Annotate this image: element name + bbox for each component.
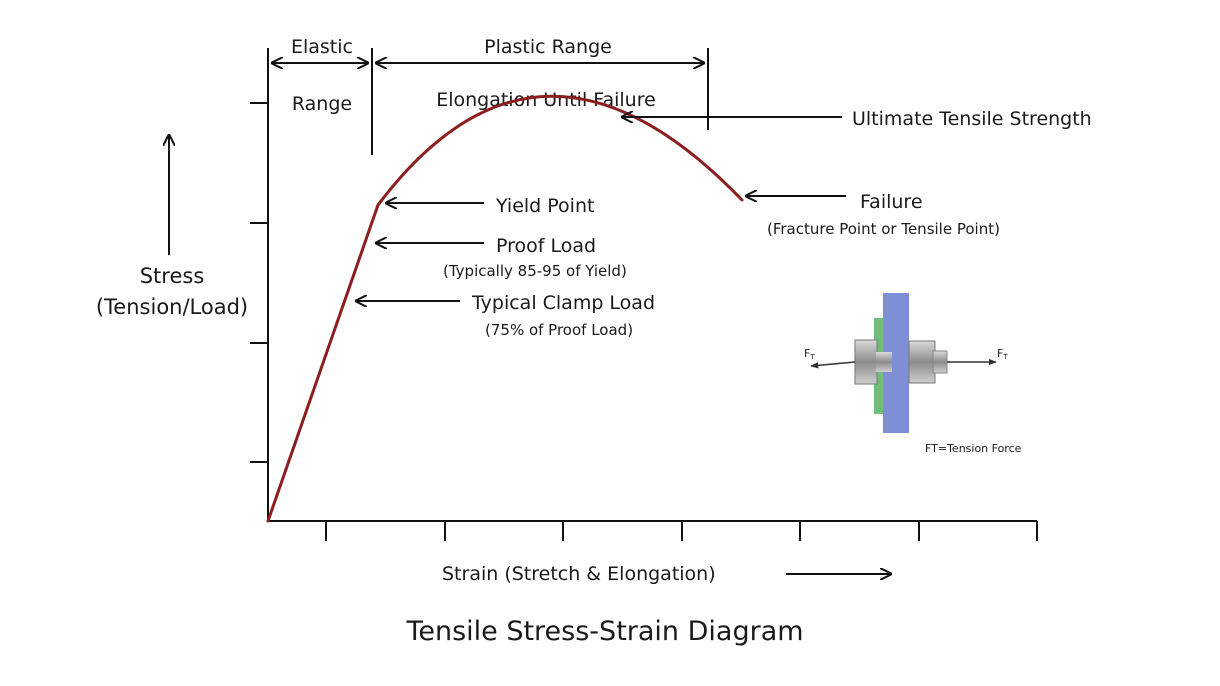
elastic-range-label: Range — [292, 93, 352, 115]
failure-label: Failure — [860, 191, 923, 213]
force-right-label: FT — [997, 347, 1008, 361]
bolt-nut — [908, 340, 936, 384]
proof-note: (Typically 85-95 of Yield) — [443, 262, 627, 280]
clamp-label: Typical Clamp Load — [471, 292, 655, 314]
x-axis-label: Strain (Stretch & Elongation) — [442, 563, 716, 585]
bolt-thread — [932, 350, 948, 374]
elastic-label: Elastic — [291, 36, 353, 58]
y-axis-label-line2: (Tension/Load) — [96, 295, 248, 319]
elongation-label: Elongation Until Failure — [436, 89, 656, 111]
bolt-illustration: FT FT FT=Tension Force — [804, 293, 1022, 455]
clamp-note: (75% of Proof Load) — [485, 321, 633, 339]
y-axis-label-line1: Stress — [140, 264, 205, 288]
stress-strain-curve — [266, 94, 744, 523]
diagram-title: Tensile Stress-Strain Diagram — [405, 616, 803, 647]
failure-note: (Fracture Point or Tensile Point) — [767, 220, 1000, 238]
force-left-arrow — [810, 361, 856, 369]
bolt-head — [854, 339, 878, 385]
plastic-range-label: Plastic Range — [484, 36, 612, 58]
uts-label: Ultimate Tensile Strength — [852, 108, 1092, 130]
bolt-shank — [876, 352, 892, 372]
proof-label: Proof Load — [496, 235, 596, 257]
force-left-label: FT — [804, 347, 815, 361]
yield-label: Yield Point — [495, 195, 594, 217]
tension-force-legend: FT=Tension Force — [925, 442, 1022, 455]
